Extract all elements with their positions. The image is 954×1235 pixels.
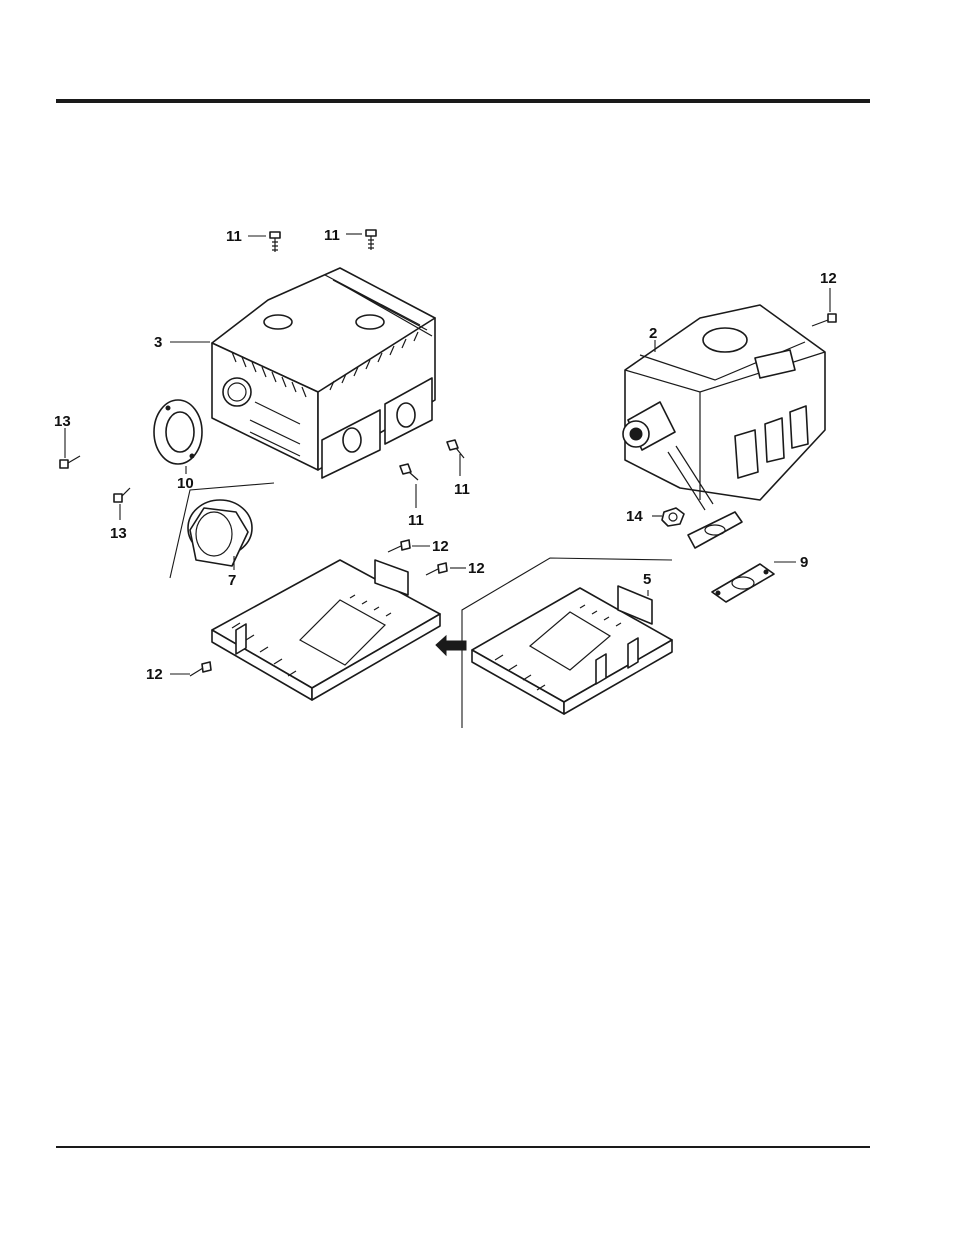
callout-9: 9: [800, 554, 808, 571]
part-9-gasket: [712, 564, 774, 602]
part-5-base-plate: [472, 586, 672, 714]
part-3-muffler-protector: [212, 268, 435, 478]
callout-14: 14: [626, 508, 643, 525]
callout-7: 7: [228, 572, 236, 589]
callout-13-left: 13: [54, 413, 71, 430]
callout-5: 5: [643, 571, 651, 588]
part-10-flange: [154, 400, 202, 464]
left-base-plate: [212, 560, 440, 700]
part-7-exhaust-cap: [188, 500, 252, 566]
callout-2: 2: [649, 325, 657, 342]
callout-11-lower-right: 11: [454, 481, 470, 498]
callout-11-lower-left: 11: [408, 512, 424, 529]
callout-12-bottom-left: 12: [146, 666, 163, 683]
callout-13-lower: 13: [110, 525, 127, 542]
callout-11-top-right: 11: [324, 227, 340, 244]
callout-12-top-right: 12: [820, 270, 837, 287]
callout-3: 3: [154, 334, 162, 351]
callout-12-middle-lower: 12: [468, 560, 485, 577]
callout-11-top-left: 11: [226, 228, 242, 245]
callout-12-middle-upper: 12: [432, 538, 449, 555]
callout-10: 10: [177, 475, 194, 492]
